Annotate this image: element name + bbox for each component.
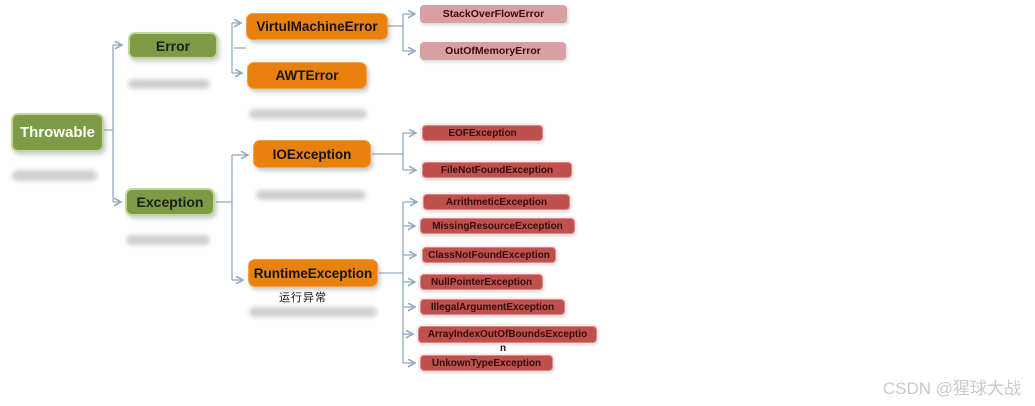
node-eof-exception: EOFException	[422, 125, 543, 141]
node-stack-overflow-error: StackOverFlowError	[420, 5, 567, 23]
node-error: Error	[128, 32, 218, 59]
node-illegal-argument-exception: IllegalArgumentException	[420, 299, 565, 315]
watermark: CSDN @猩球大战	[882, 379, 1021, 398]
redacted-text-blur	[12, 170, 97, 181]
node-null-pointer-exception: NullPointerException	[420, 274, 543, 290]
node-virtual-machine-error: VirtulMachineError	[246, 13, 388, 40]
node-missing-resource-exception: MissingResourceException	[420, 218, 575, 234]
node-file-not-found-exception: FileNotFoundException	[422, 162, 572, 178]
redacted-text-blur	[128, 79, 210, 89]
node-unknown-type-exception: UnkownTypeException	[420, 355, 553, 371]
node-array-index-out-of-bounds-overflow: n	[500, 343, 507, 354]
node-arithmetic-exception: ArrithmeticException	[423, 194, 570, 210]
node-exception: Exception	[125, 188, 215, 216]
redacted-text-blur	[256, 190, 366, 200]
node-throwable: Throwable	[11, 113, 104, 152]
node-runtime-exception: RuntimeException	[248, 259, 378, 287]
node-out-of-memory-error: OutOfMemoryError	[420, 42, 566, 60]
redacted-text-blur	[249, 307, 377, 317]
runtime-exception-note: 运行异常	[279, 292, 327, 304]
node-array-index-out-of-bounds-exception: ArrayIndexOutOfBoundsExceptio	[418, 326, 597, 343]
redacted-text-blur	[249, 109, 367, 119]
node-awt-error: AWTError	[247, 62, 367, 89]
node-io-exception: IOException	[253, 140, 371, 168]
node-class-not-found-exception: ClassNotFoundException	[422, 247, 556, 263]
redacted-text-blur	[126, 235, 210, 245]
